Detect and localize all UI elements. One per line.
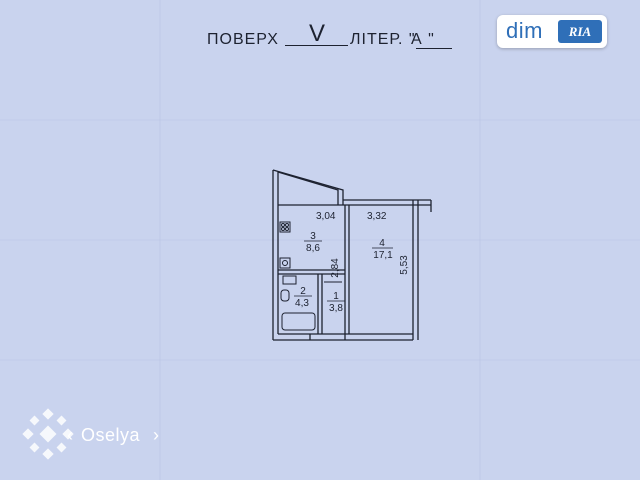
dim-living-depth: 5,53 <box>399 255 410 275</box>
plan-walls <box>272 169 432 341</box>
room-3-number: 3 <box>310 231 316 242</box>
dim-kitchen-depth: 2,84 <box>330 258 341 278</box>
liter-value: А " <box>411 31 435 48</box>
floor-underline <box>285 45 348 46</box>
liter-underline <box>416 48 452 49</box>
dimension-labels: 3,04 3,32 2,84 5,53 <box>316 211 410 278</box>
washbasin-icon <box>282 275 297 285</box>
room-2-number: 2 <box>300 286 306 297</box>
oselya-chevron-right-icon: › <box>153 425 159 445</box>
oselya-watermark: Oselya <box>81 425 141 445</box>
room-4-number: 4 <box>379 238 385 249</box>
toilet-icon <box>280 289 290 302</box>
floor-value: V <box>309 20 326 47</box>
oselya-chevron-left-icon: ‹ <box>67 425 73 445</box>
dim-living-width: 3,32 <box>367 211 387 222</box>
stove-icon <box>279 221 291 233</box>
room-1-number: 1 <box>333 291 339 302</box>
dim-ria-badge[interactable]: dim RIA <box>497 15 607 48</box>
bathtub-icon <box>281 312 316 331</box>
fixtures <box>279 221 342 331</box>
oselya-star-icon <box>22 408 74 460</box>
liter-label: ЛІТЕР. " <box>350 31 416 48</box>
room-4-area: 17,1 <box>373 250 393 261</box>
room-labels: 3 8,6 4 17,1 2 4,3 1 3,8 <box>294 231 393 314</box>
room-1-area: 3,8 <box>329 303 343 314</box>
sink-icon <box>279 257 291 269</box>
ria-logo-text: RIA <box>568 24 592 39</box>
floor-label: ПОВЕРХ <box>207 31 279 48</box>
room-2-area: 4,3 <box>295 298 309 309</box>
room-3-area: 8,6 <box>306 243 320 254</box>
dim-logo-text: dim <box>506 18 543 43</box>
dim-kitchen-width: 3,04 <box>316 211 336 222</box>
ria-logo-icon: RIA <box>558 20 602 43</box>
